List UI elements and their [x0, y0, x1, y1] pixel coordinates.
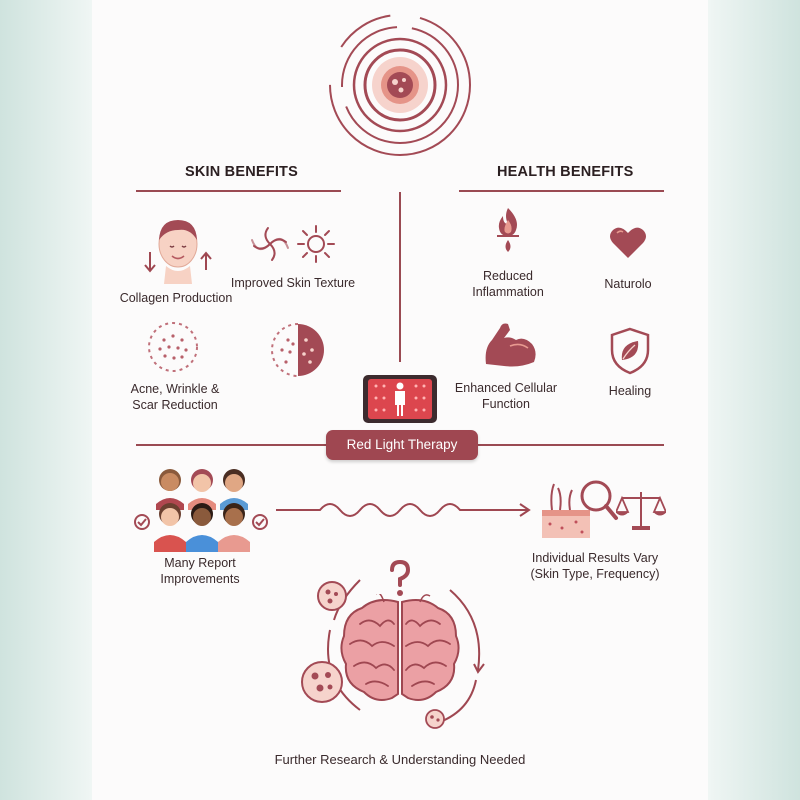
cell-circle-icon — [317, 581, 347, 611]
acne-label-2: Scar Reduction — [132, 398, 218, 412]
cell-circle-icon — [301, 661, 343, 703]
reports-label-2: Improvements — [160, 572, 240, 586]
therapy-rule-left — [136, 444, 326, 446]
face-icon — [144, 220, 212, 284]
shield-leaf-icon — [610, 327, 650, 375]
red-light-therapy-badge: Red Light Therapy — [326, 430, 478, 460]
heart-icon — [610, 227, 646, 258]
cellular-label-2: Function — [482, 397, 530, 411]
results-label-1: Individual Results Vary — [531, 551, 659, 565]
results-label-2: (Skin Type, Frequency) — [530, 567, 660, 581]
inflammation-label-2: Inflammation — [472, 285, 544, 299]
texture-label: Improved Skin Texture — [230, 276, 356, 290]
natural-label: Naturolo — [604, 277, 652, 291]
half-dotted-circle-icon — [271, 323, 324, 377]
sun-icon — [297, 225, 335, 263]
brain-icon — [340, 594, 460, 701]
health-benefits-heading: HEALTH BENEFITS — [497, 164, 634, 180]
cellular-label-1: Enhanced Cellular — [454, 381, 558, 395]
skin-benefits-heading: SKIN BENEFITS — [185, 164, 298, 180]
light-panel-icon — [363, 375, 437, 423]
reports-label-1: Many Report — [164, 556, 236, 570]
dotted-circle-icon — [148, 322, 198, 372]
question-mark-icon — [390, 560, 411, 596]
research-label: Further Research & Understanding Needed — [274, 752, 526, 767]
health-heading-rule — [459, 190, 664, 192]
therapy-rule-right — [478, 444, 664, 446]
flame-drop-icon — [497, 208, 519, 252]
concentric-circles-icon — [329, 14, 471, 156]
skin-magnifier-icon — [542, 480, 618, 538]
inflammation-label-1: Reduced — [482, 269, 534, 283]
people-group-icon — [134, 469, 268, 552]
spiral-icon — [251, 227, 289, 261]
wave-arrow-icon — [276, 503, 531, 517]
flexed-arm-icon — [485, 323, 536, 367]
scales-icon — [616, 492, 666, 530]
collagen-label: Collagen Production — [119, 291, 233, 305]
cell-circle-icon — [425, 709, 445, 729]
skin-heading-rule — [136, 190, 341, 192]
healing-label: Healing — [608, 384, 652, 398]
center-divider — [399, 192, 401, 362]
acne-label-1: Acne, Wrinkle & — [130, 382, 220, 396]
